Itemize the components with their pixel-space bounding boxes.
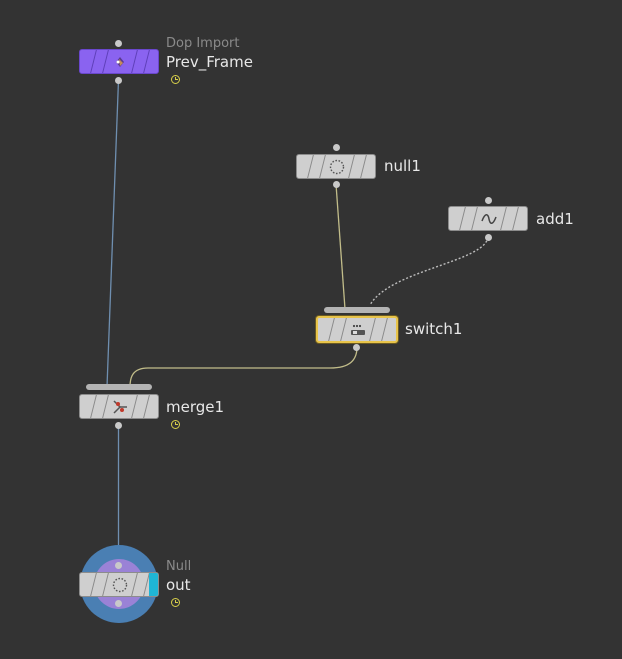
node-prev-frame[interactable] (79, 49, 159, 74)
node-add1[interactable] (448, 206, 528, 231)
wire-switch1-to-merge1[interactable] (129, 346, 358, 388)
add1-input-connector[interactable] (485, 197, 492, 204)
dop-import-icon (116, 57, 124, 67)
null-circle-icon (112, 577, 128, 593)
out-name-label[interactable]: out (166, 576, 191, 594)
prev-frame-time-dependent-icon (171, 75, 180, 84)
out-output-connector[interactable] (115, 600, 122, 607)
null1-input-connector[interactable] (333, 144, 340, 151)
add1-output-connector[interactable] (485, 234, 492, 241)
node-out[interactable] (79, 572, 159, 597)
prev-frame-type-label: Dop Import (166, 36, 240, 51)
out-time-dependent-icon (171, 598, 180, 607)
out-input-connector[interactable] (115, 562, 122, 569)
node-null1[interactable] (296, 154, 376, 179)
prev-frame-output-connector[interactable] (115, 77, 122, 84)
switch1-name-label[interactable]: switch1 (405, 320, 463, 338)
prev-frame-name-label[interactable]: Prev_Frame (166, 53, 253, 71)
null-circle-icon (329, 159, 345, 175)
switch-icon (351, 324, 365, 335)
wire-prev-frame-to-merge1[interactable] (106, 79, 120, 388)
add1-name-label[interactable]: add1 (536, 210, 574, 228)
out-type-label: Null (166, 559, 192, 574)
merge1-output-connector[interactable] (115, 422, 122, 429)
null1-output-connector[interactable] (333, 181, 340, 188)
prev-frame-input-connector[interactable] (115, 40, 122, 47)
node-switch1[interactable] (316, 316, 398, 343)
switch1-output-connector[interactable] (353, 344, 360, 351)
add-wave-icon (481, 214, 497, 224)
null1-name-label[interactable]: null1 (384, 157, 421, 175)
node-merge1[interactable] (79, 394, 159, 419)
merge-icon (113, 400, 127, 414)
display-flag[interactable] (149, 573, 158, 596)
merge1-input-bar[interactable] (86, 384, 152, 390)
merge1-time-dependent-icon (171, 420, 180, 429)
merge1-name-label[interactable]: merge1 (166, 398, 225, 416)
switch1-input-bar[interactable] (324, 307, 390, 313)
wire-add1-to-switch1[interactable] (369, 236, 489, 306)
wire-null1-to-switch1[interactable] (335, 183, 346, 310)
